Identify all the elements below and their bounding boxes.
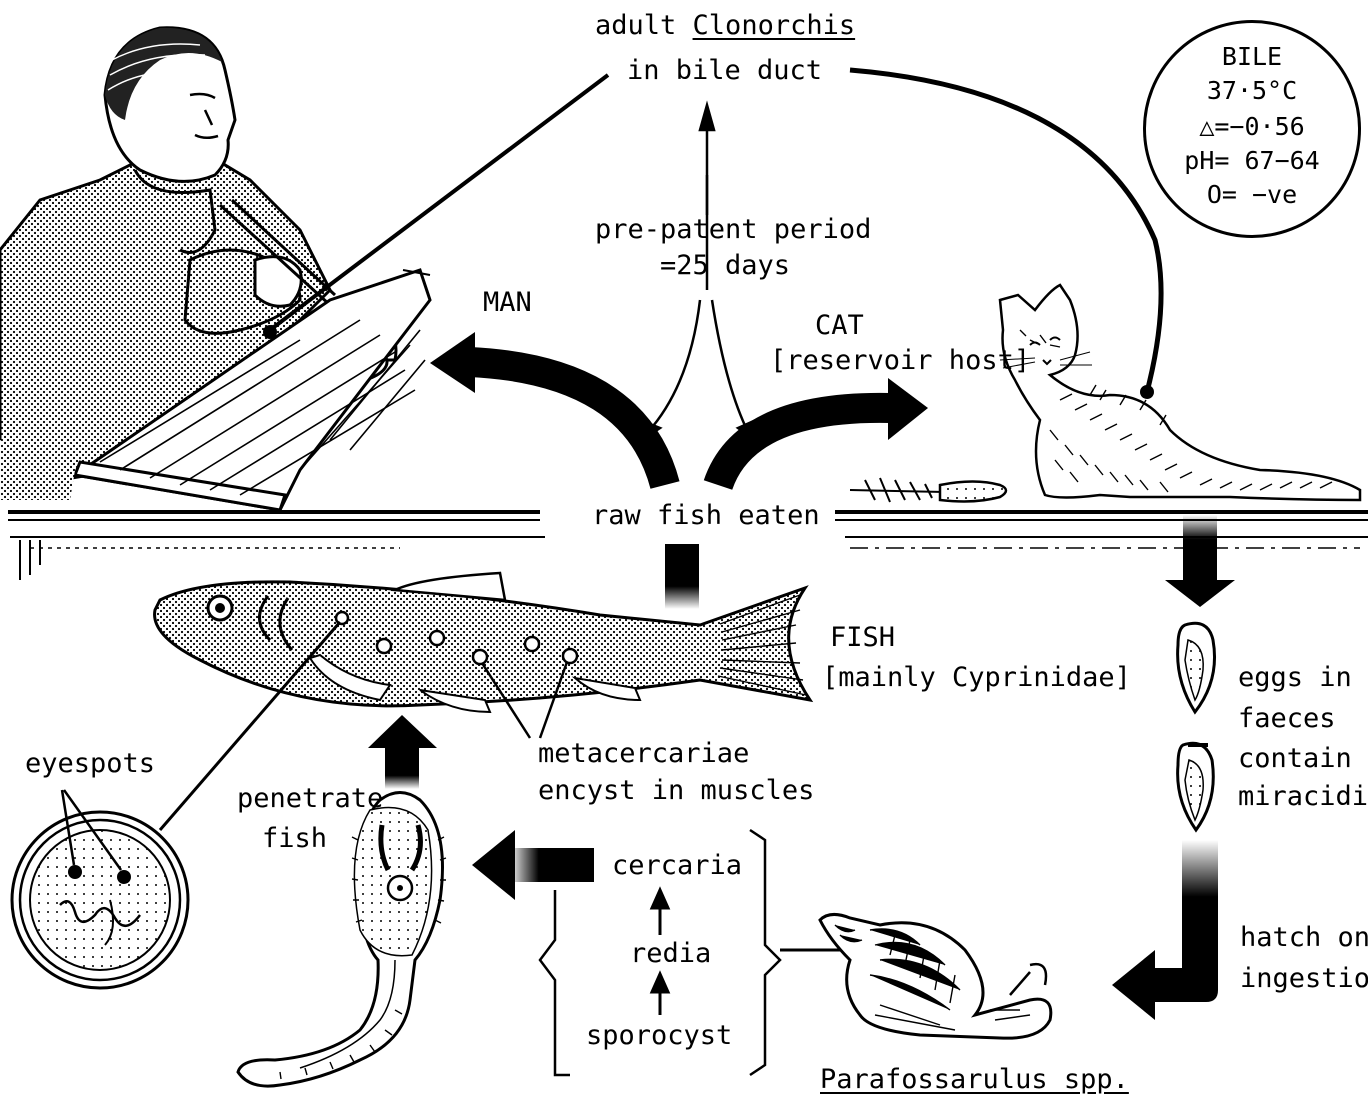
snail-icon xyxy=(820,914,1051,1038)
bile-ph: pH= 67−64 xyxy=(1146,147,1358,175)
penetrate-line2: fish xyxy=(262,823,327,854)
prepatent-line2: =25 days xyxy=(660,250,790,281)
arrow-to-cercaria xyxy=(472,830,594,900)
title-line2: in bile duct xyxy=(627,55,822,86)
fish-icon xyxy=(155,573,810,712)
pointer-line-man xyxy=(270,75,608,330)
title-adult: adult xyxy=(595,10,676,41)
metacercariae-line1: metacercariae xyxy=(538,738,749,769)
snail-label: Parafossarulus spp. xyxy=(820,1064,1129,1095)
metacercariae-line2: encyst in muscles xyxy=(538,775,814,806)
hatch-line1: hatch on xyxy=(1240,922,1368,953)
man-eating-icon xyxy=(0,28,430,510)
arrow-hatch xyxy=(1112,840,1218,1020)
bile-label: BILE xyxy=(1146,43,1358,71)
arrow-penetrate-fish xyxy=(368,715,437,789)
bile-delta: △=−0·56 xyxy=(1146,113,1358,141)
bile-temperature: 37·5°C xyxy=(1146,77,1358,105)
fish-label: FISH xyxy=(830,622,895,653)
cat-label: CAT xyxy=(815,310,864,341)
cat-icon xyxy=(1000,285,1360,500)
bile-box: BILE 37·5°C △=−0·56 pH= 67−64 O= −ve xyxy=(1143,20,1361,238)
eggs-line4: miracidia xyxy=(1238,781,1368,812)
eggs-line3: contain xyxy=(1238,743,1352,774)
stage-cercaria: cercaria xyxy=(612,850,742,881)
eggs-line1: eggs in xyxy=(1238,662,1352,693)
title-line1: adult Clonorchis xyxy=(595,10,855,41)
stage-sporocyst: sporocyst xyxy=(586,1020,732,1051)
raw-fish-label: raw fish eaten xyxy=(592,500,820,531)
title-genus: Clonorchis xyxy=(693,10,856,41)
prepatent-line1: pre-patent period xyxy=(595,214,871,245)
eggs-line2: faeces xyxy=(1238,703,1336,734)
eyespot-magnified-icon xyxy=(12,790,188,988)
bile-oxygen: O= −ve xyxy=(1146,181,1358,209)
arrow-fish-to-raw xyxy=(665,544,699,609)
egg-icon xyxy=(1178,623,1215,830)
hatch-line2: ingestion xyxy=(1240,963,1368,994)
arrow-to-eggs xyxy=(1165,515,1235,607)
eyespots-label: eyespots xyxy=(25,748,155,779)
fish-skeleton-icon xyxy=(850,478,1006,502)
man-label: MAN xyxy=(483,287,532,318)
stage-redia: redia xyxy=(630,938,711,969)
arrow-to-man xyxy=(430,332,665,485)
cat-reservoir-label: [reservoir host] xyxy=(770,345,1030,376)
fish-family-label: [mainly Cyprinidae] xyxy=(822,662,1131,693)
penetrate-line1: penetrate xyxy=(237,783,383,814)
